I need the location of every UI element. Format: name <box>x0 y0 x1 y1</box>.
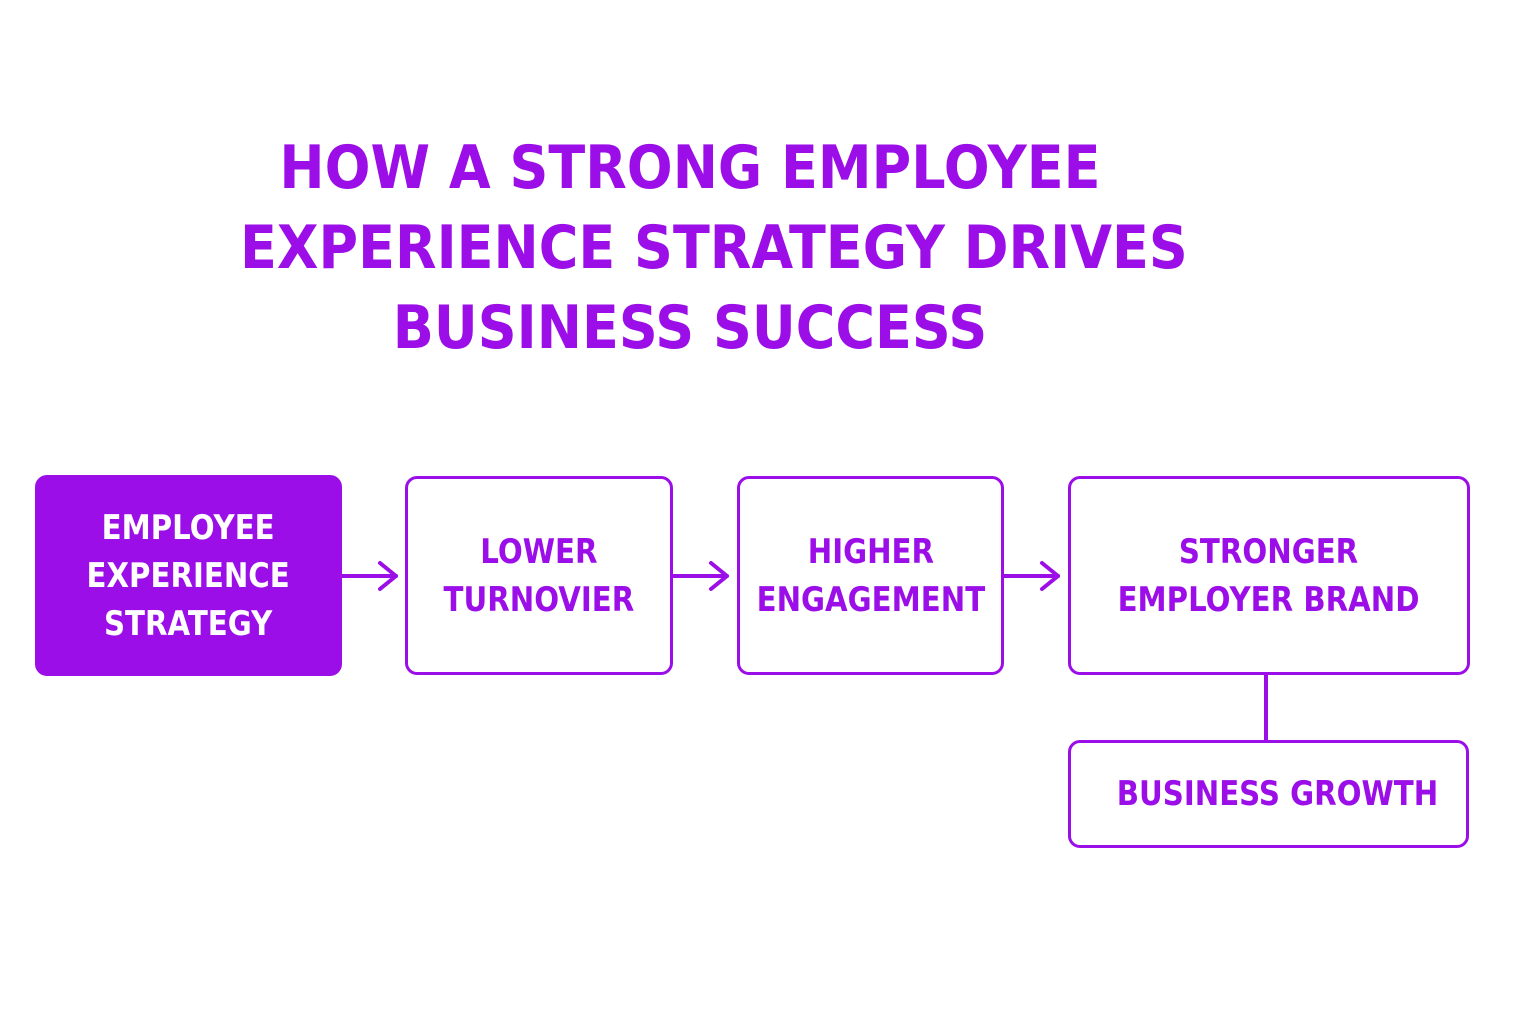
node-higher-engagement: HIGHER ENGAGEMENT <box>737 476 1004 675</box>
node-employee-experience-strategy: EMPLOYEE EXPERIENCE STRATEGY <box>35 475 342 676</box>
node-label-engagement: HIGHER ENGAGEMENT <box>756 531 985 620</box>
node-lower-turnover: LOWER TURNOVIER <box>405 476 673 675</box>
diagram-title: HOW A STRONG EMPLOYEE EXPERIENCE STRATEG… <box>240 128 1188 368</box>
title-line-2: EXPERIENCE STRATEGY DRIVES <box>240 213 1188 283</box>
arrow-turnover-to-engagement <box>671 561 729 591</box>
arrow-engagement-to-brand <box>1002 561 1060 591</box>
node-stronger-employer-brand: STRONGER EMPLOYER BRAND <box>1068 476 1470 675</box>
node-business-growth: BUSINESS GROWTH <box>1068 740 1469 848</box>
arrow-strategy-to-turnover <box>340 561 398 591</box>
node-label-growth: BUSINESS GROWTH <box>1116 774 1438 814</box>
node-label-strategy: EMPLOYEE EXPERIENCE STRATEGY <box>86 507 291 644</box>
node-label-brand: STRONGER EMPLOYER BRAND <box>1118 531 1420 620</box>
title-line-3: BUSINESS SUCCESS <box>392 293 988 363</box>
node-label-turnover: LOWER TURNOVIER <box>443 531 635 620</box>
title-line-1: HOW A STRONG EMPLOYEE <box>279 133 1101 203</box>
